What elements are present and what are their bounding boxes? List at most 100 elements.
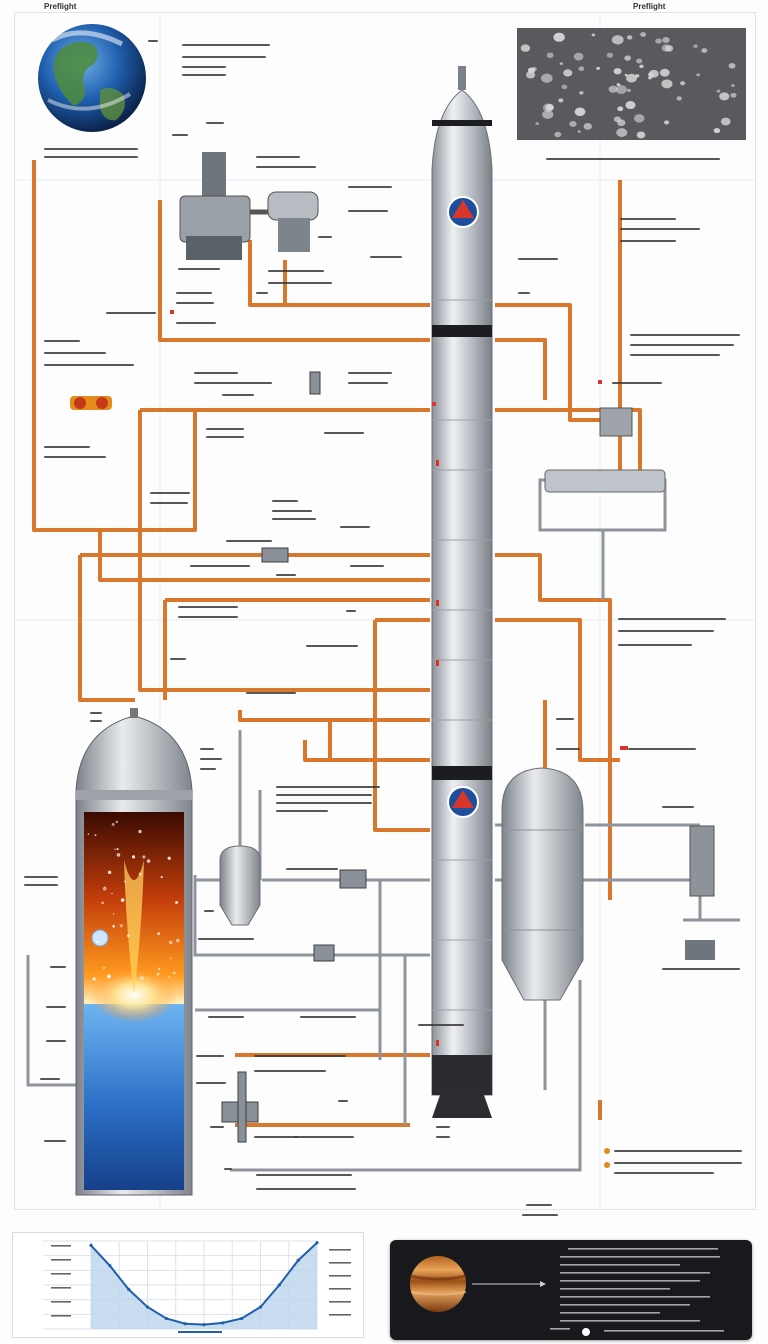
chart-point bbox=[258, 1305, 263, 1309]
annotation-line bbox=[620, 240, 676, 242]
annotation-line bbox=[90, 720, 102, 722]
annotation-line bbox=[614, 1172, 714, 1174]
inline-valves bbox=[221, 371, 367, 1143]
annotation-line bbox=[176, 322, 216, 324]
annotation-line bbox=[348, 372, 392, 374]
annotation-line bbox=[254, 1055, 346, 1057]
chart-point bbox=[277, 1283, 281, 1287]
annotation-line bbox=[196, 1082, 226, 1084]
pump-assembly bbox=[179, 152, 319, 260]
annotation-line bbox=[254, 1070, 326, 1072]
annotation-line bbox=[204, 910, 214, 912]
annotation-line bbox=[276, 794, 372, 796]
annotation-line bbox=[614, 1162, 742, 1164]
annotation-line bbox=[44, 352, 106, 354]
chart-point bbox=[145, 1305, 150, 1309]
chart-legend-entry bbox=[329, 1275, 351, 1277]
annotation-line bbox=[194, 372, 238, 374]
header-right-label: Preflight bbox=[633, 2, 666, 11]
annotation-line bbox=[24, 876, 58, 878]
chart-caption bbox=[178, 1331, 222, 1333]
annotation-line bbox=[150, 502, 188, 504]
chart-legend-entry bbox=[329, 1314, 351, 1316]
annotation-line bbox=[546, 158, 720, 160]
depletion-chart bbox=[43, 1240, 351, 1333]
small-vessel bbox=[219, 845, 261, 926]
annotation-line bbox=[44, 340, 80, 342]
chart-point bbox=[127, 1287, 131, 1291]
chart-point bbox=[221, 1321, 225, 1325]
header-left-label: Preflight bbox=[44, 2, 77, 11]
annotation-line bbox=[206, 436, 244, 438]
annotation-line bbox=[276, 802, 372, 804]
legend-dot bbox=[604, 1148, 610, 1154]
chart-point bbox=[315, 1241, 319, 1245]
annotation-line bbox=[272, 500, 298, 502]
annotation-line bbox=[256, 156, 300, 158]
valve-icon bbox=[70, 396, 112, 410]
rocket bbox=[431, 66, 493, 1118]
annotation-line bbox=[90, 712, 102, 714]
annotation-line bbox=[210, 1126, 224, 1128]
annotation-line bbox=[346, 610, 356, 612]
annotation-line bbox=[172, 134, 188, 136]
annotation-line bbox=[436, 1126, 450, 1128]
annotation-line bbox=[306, 645, 358, 647]
annotation-line bbox=[208, 1016, 244, 1018]
chart-tick-label bbox=[51, 1287, 71, 1289]
chart-tick-label bbox=[51, 1301, 71, 1303]
annotation-line bbox=[44, 156, 138, 158]
annotation-line bbox=[40, 1078, 60, 1080]
annotation-line bbox=[200, 758, 222, 760]
chart-tick-label bbox=[51, 1259, 71, 1261]
annotation-line bbox=[182, 56, 266, 58]
annotation-line bbox=[194, 382, 272, 384]
annotation-line bbox=[222, 394, 254, 396]
annotation-line bbox=[272, 510, 312, 512]
annotation-line bbox=[206, 428, 244, 430]
chart-point bbox=[164, 1316, 168, 1321]
chart-legend-entry bbox=[329, 1249, 351, 1251]
annotation-line bbox=[182, 66, 226, 68]
right-machinery bbox=[544, 407, 715, 960]
annotation-line bbox=[50, 966, 66, 968]
annotation-line bbox=[620, 228, 700, 230]
annotation-line bbox=[256, 1174, 352, 1176]
annotation-line bbox=[276, 786, 380, 788]
annotation-line bbox=[256, 1188, 356, 1190]
chart-point bbox=[183, 1322, 187, 1326]
annotation-line bbox=[268, 270, 324, 272]
annotation-line bbox=[246, 692, 296, 694]
annotation-line bbox=[556, 718, 574, 720]
annotation-line bbox=[44, 446, 90, 448]
annotation-line bbox=[348, 210, 388, 212]
annotation-line bbox=[44, 148, 138, 150]
annotation-line bbox=[518, 292, 530, 294]
annotation-line bbox=[254, 1136, 298, 1138]
right-tank bbox=[501, 767, 584, 1001]
annotation-line bbox=[190, 565, 250, 567]
annotation-line bbox=[436, 1136, 450, 1138]
annotation-line bbox=[318, 236, 332, 238]
annotation-line bbox=[662, 968, 740, 970]
annotation-line bbox=[630, 344, 734, 346]
annotation-line bbox=[176, 302, 214, 304]
bottom-chart-panel bbox=[12, 1232, 364, 1338]
chart-point bbox=[108, 1264, 112, 1268]
annotation-line bbox=[614, 1150, 742, 1152]
annotation-line bbox=[226, 540, 272, 542]
annotation-line bbox=[300, 1016, 356, 1018]
chart-tick-label bbox=[51, 1245, 71, 1247]
planet-info-panel bbox=[390, 1240, 752, 1340]
annotation-line bbox=[256, 166, 316, 168]
legend-dot bbox=[604, 1162, 610, 1168]
annotation-line bbox=[324, 432, 364, 434]
chart-legend-entry bbox=[329, 1301, 351, 1303]
mission-patch-icon bbox=[447, 196, 479, 228]
annotation-line bbox=[176, 292, 212, 294]
annotation-line bbox=[522, 1214, 558, 1216]
annotation-line bbox=[256, 292, 268, 294]
annotation-line bbox=[630, 334, 740, 336]
moon-surface-icon bbox=[517, 28, 746, 140]
